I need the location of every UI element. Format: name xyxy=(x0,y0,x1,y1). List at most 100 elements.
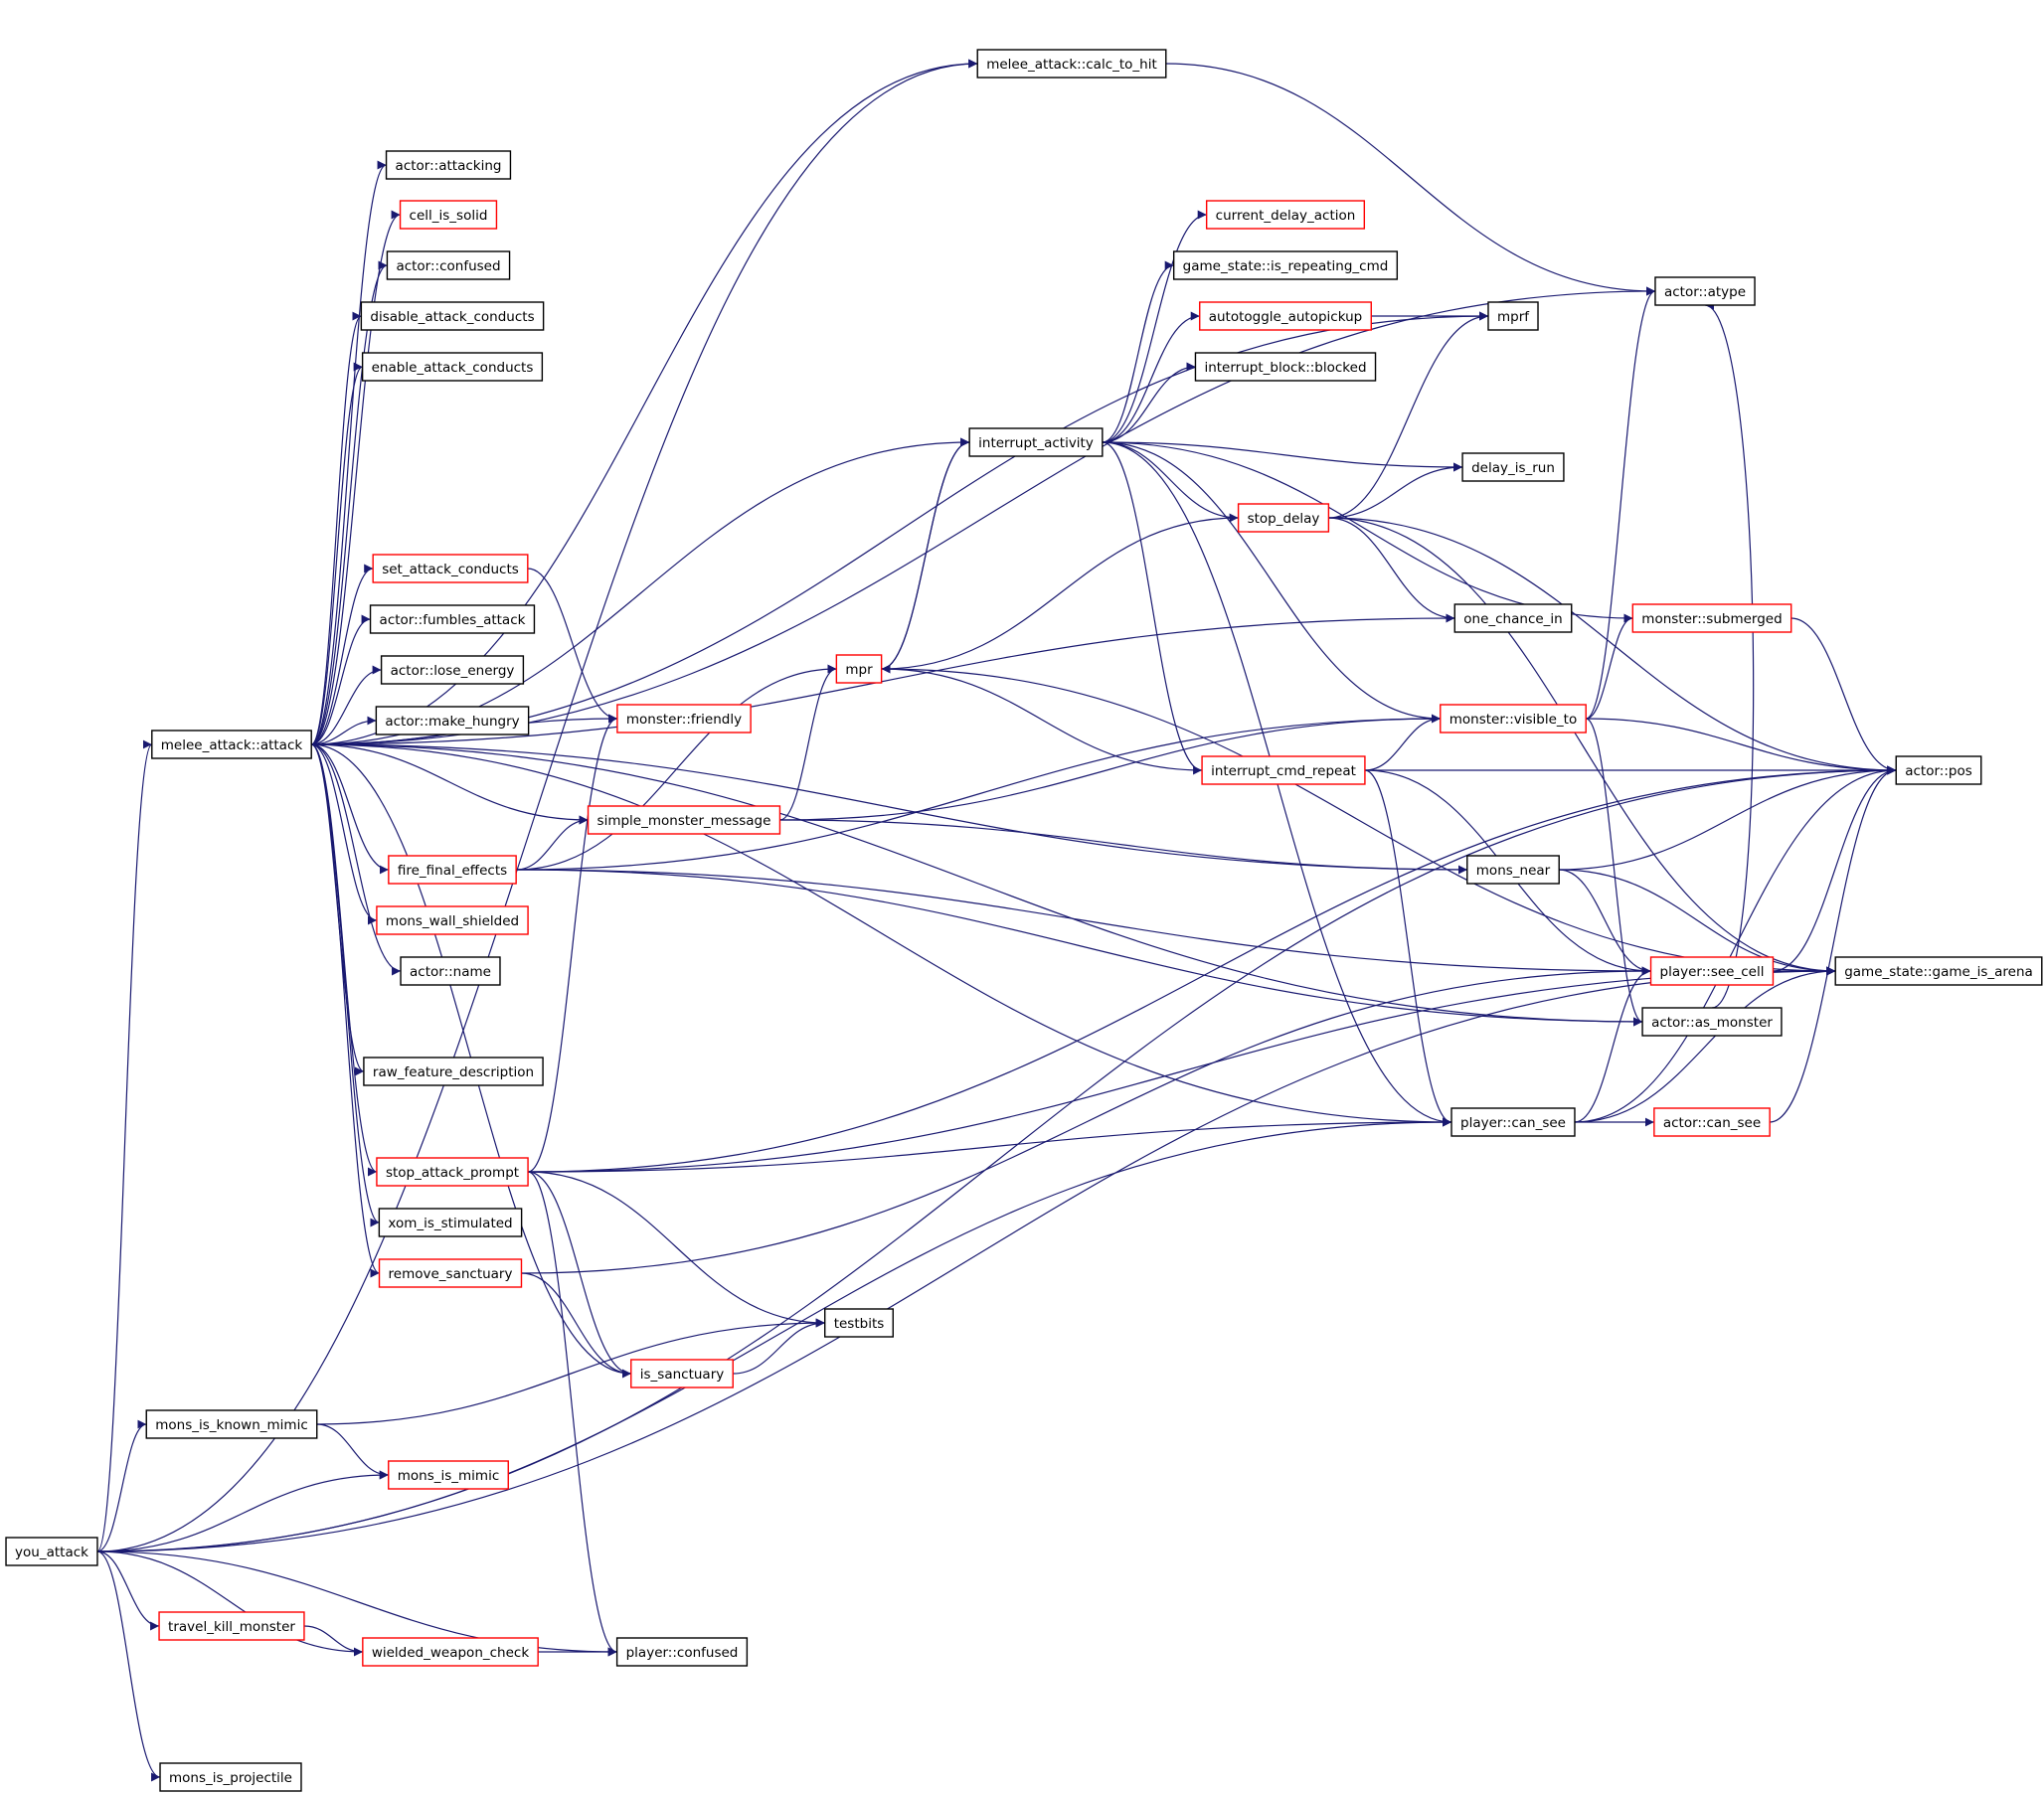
edge-arrow xyxy=(527,568,617,724)
node-interrupt-activity[interactable]: interrupt_activity xyxy=(968,427,1104,457)
edge-arrow xyxy=(779,819,1467,875)
node-actor-confused[interactable]: actor::confused xyxy=(386,250,511,280)
node-mons-is-projectile[interactable]: mons_is_projectile xyxy=(159,1762,302,1792)
node-wielded-weapon-check[interactable]: wielded_weapon_check xyxy=(362,1637,539,1667)
node-one-chance-in[interactable]: one_chance_in xyxy=(1453,603,1573,633)
edge-melee-attack-attack-to-simple-monster-message xyxy=(311,743,589,825)
node-xom-is-stimulated[interactable]: xom_is_stimulated xyxy=(378,1208,523,1237)
node-cell-is-solid[interactable]: cell_is_solid xyxy=(399,200,498,230)
node-fire-final-effects[interactable]: fire_final_effects xyxy=(388,855,517,885)
node-enable-attack-conducts[interactable]: enable_attack_conducts xyxy=(361,352,544,382)
edge-actor-can-see-to-actor-pos xyxy=(1770,765,1897,1123)
node-label: actor::as_monster xyxy=(1651,1015,1773,1031)
node-actor-make-hungry[interactable]: actor::make_hungry xyxy=(375,706,530,735)
node-box xyxy=(378,1258,523,1288)
node-interrupt-cmd-repeat[interactable]: interrupt_cmd_repeat xyxy=(1201,755,1366,785)
node-actor-as-monster[interactable]: actor::as_monster xyxy=(1641,1007,1783,1037)
node-remove-sanctuary[interactable]: remove_sanctuary xyxy=(378,1258,523,1288)
node-actor-can-see[interactable]: actor::can_see xyxy=(1653,1107,1771,1137)
node-player-confused[interactable]: player::confused xyxy=(615,1637,749,1667)
node-melee-attack-attack[interactable]: melee_attack::attack xyxy=(151,730,312,759)
edge-arrow xyxy=(1328,517,1455,623)
edge-melee-attack-attack-to-mons-near xyxy=(311,743,1467,875)
edge-simple-monster-message-to-monster-visible-to xyxy=(779,714,1441,821)
edge-arrow xyxy=(516,869,1651,976)
node-mons-is-mimic[interactable]: mons_is_mimic xyxy=(388,1460,509,1490)
node-actor-fumbles-attack[interactable]: actor::fumbles_attack xyxy=(369,604,536,634)
edge-arrow xyxy=(881,664,1203,771)
node-actor-pos[interactable]: actor::pos xyxy=(1895,755,1982,785)
node-autotoggle-autopickup[interactable]: autotoggle_autopickup xyxy=(1199,301,1372,331)
edge-arrow xyxy=(881,668,1836,976)
edge-arrow xyxy=(310,743,380,1227)
node-box xyxy=(159,1762,302,1792)
node-is-sanctuary[interactable]: is_sanctuary xyxy=(630,1359,734,1388)
node-interrupt-block-blocked[interactable]: interrupt_block::blocked xyxy=(1194,352,1377,382)
node-actor-atype[interactable]: actor::atype xyxy=(1654,276,1756,306)
node-box xyxy=(1172,250,1399,280)
edge-arrow xyxy=(310,160,387,745)
edge-you-attack-to-player-can-see xyxy=(96,1117,1452,1552)
edge-mpr-to-game-state-game-is-arena xyxy=(881,668,1836,976)
edge-arrow xyxy=(310,743,378,1177)
node-box xyxy=(388,855,517,885)
edge-arrow xyxy=(521,1272,631,1379)
edge-you-attack-to-travel-kill-monster xyxy=(96,1550,160,1631)
node-monster-submerged[interactable]: monster::submerged xyxy=(1631,603,1792,633)
edge-arrow xyxy=(1574,765,1897,1123)
node-actor-attacking[interactable]: actor::attacking xyxy=(385,150,512,180)
node-mprf[interactable]: mprf xyxy=(1487,301,1539,331)
edge-arrow xyxy=(1328,311,1488,519)
node-label: game_state::is_repeating_cmd xyxy=(1183,258,1389,274)
node-label: mons_wall_shielded xyxy=(386,913,519,929)
node-raw-feature-description[interactable]: raw_feature_description xyxy=(363,1057,544,1086)
node-mons-is-known-mimic[interactable]: mons_is_known_mimic xyxy=(145,1409,318,1439)
edge-arrow xyxy=(310,311,362,745)
edge-interrupt-activity-to-stop-delay xyxy=(1102,441,1239,523)
node-label: actor::lose_energy xyxy=(391,663,515,679)
edge-arrow xyxy=(1585,718,1643,1027)
edge-arrow xyxy=(311,743,589,825)
node-stop-attack-prompt[interactable]: stop_attack_prompt xyxy=(376,1157,529,1187)
edge-stop-delay-to-delay-is-run xyxy=(1328,462,1463,519)
node-mons-wall-shielded[interactable]: mons_wall_shielded xyxy=(376,905,529,935)
edge-melee-attack-attack-to-actor-attacking xyxy=(310,160,387,745)
edge-stop-attack-prompt-to-monster-friendly xyxy=(527,714,618,1173)
edge-melee-attack-attack-to-mons-wall-shielded xyxy=(311,743,378,925)
node-monster-friendly[interactable]: monster::friendly xyxy=(616,704,752,734)
edge-interrupt-activity-to-game-state-is-repeating-cmd xyxy=(1102,260,1174,443)
node-actor-lose-energy[interactable]: actor::lose_energy xyxy=(380,655,525,685)
node-label: you_attack xyxy=(15,1545,88,1560)
edge-simple-monster-message-to-mons-near xyxy=(779,819,1467,875)
node-simple-monster-message[interactable]: simple_monster_message xyxy=(587,805,781,835)
edge-melee-attack-attack-to-actor-name xyxy=(311,743,402,976)
edge-mons-is-known-mimic-to-testbits xyxy=(316,1318,825,1425)
node-testbits[interactable]: testbits xyxy=(824,1308,894,1338)
node-player-can-see[interactable]: player::can_see xyxy=(1450,1107,1576,1137)
node-travel-kill-monster[interactable]: travel_kill_monster xyxy=(158,1611,305,1641)
node-label: raw_feature_description xyxy=(373,1064,534,1080)
node-disable-attack-conducts[interactable]: disable_attack_conducts xyxy=(360,301,545,331)
node-game-state-game-is-arena[interactable]: game_state::game_is_arena xyxy=(1834,956,2043,986)
edge-simple-monster-message-to-mpr xyxy=(779,664,837,821)
node-label: actor::can_see xyxy=(1663,1115,1761,1131)
edge-you-attack-to-melee-attack-calc-to-hit xyxy=(96,59,978,1552)
node-delay-is-run[interactable]: delay_is_run xyxy=(1461,452,1565,482)
node-set-attack-conducts[interactable]: set_attack_conducts xyxy=(372,554,529,583)
node-current-delay-action[interactable]: current_delay_action xyxy=(1205,200,1366,230)
node-mpr[interactable]: mpr xyxy=(835,654,883,684)
node-monster-visible-to[interactable]: monster::visible_to xyxy=(1440,704,1587,734)
node-game-state-is-repeating-cmd[interactable]: game_state::is_repeating_cmd xyxy=(1172,250,1399,280)
node-actor-name[interactable]: actor::name xyxy=(400,956,501,986)
edge-fire-final-effects-to-mpr xyxy=(516,664,837,871)
node-label: mons_near xyxy=(1476,863,1551,879)
node-box xyxy=(380,655,525,685)
node-mons-near[interactable]: mons_near xyxy=(1466,855,1560,885)
node-you-attack[interactable]: you_attack xyxy=(5,1537,98,1566)
node-melee-attack-calc-to-hit[interactable]: melee_attack::calc_to_hit xyxy=(976,49,1167,79)
edge-player-can-see-to-player-see-cell xyxy=(1574,966,1651,1123)
node-stop-delay[interactable]: stop_delay xyxy=(1237,503,1330,533)
node-label: autotoggle_autopickup xyxy=(1209,309,1363,325)
node-player-see-cell[interactable]: player::see_cell xyxy=(1649,956,1775,986)
edge-melee-attack-attack-to-interrupt-activity xyxy=(311,437,970,745)
